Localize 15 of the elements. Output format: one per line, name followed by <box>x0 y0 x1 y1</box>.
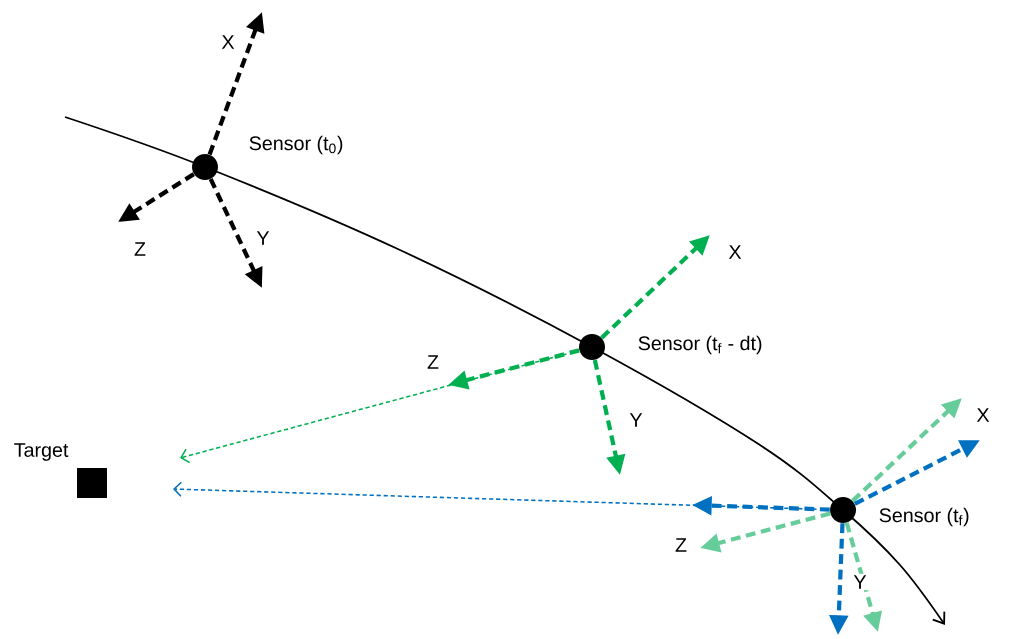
axis-label: Y <box>852 573 868 591</box>
axis-label: Z <box>673 536 689 554</box>
sensor-label: Sensor (t$_{f}$) <box>879 507 969 527</box>
dotted-arrow <box>173 481 818 510</box>
axis-label: Y <box>255 229 271 247</box>
dotted-arrow <box>180 353 568 464</box>
axis-label: X <box>727 243 743 261</box>
axis-label: Z <box>425 353 441 371</box>
axis-label: X <box>975 406 991 424</box>
axis-label: Z <box>132 240 148 258</box>
axis-label: X <box>220 33 236 51</box>
axis-label: Y <box>628 411 644 429</box>
sensor-label: Sensor (t$_{f}$ - dt) <box>638 335 762 355</box>
target-label: Target <box>14 443 69 461</box>
sensor-label: Sensor (t$_{0}$) <box>249 135 343 155</box>
